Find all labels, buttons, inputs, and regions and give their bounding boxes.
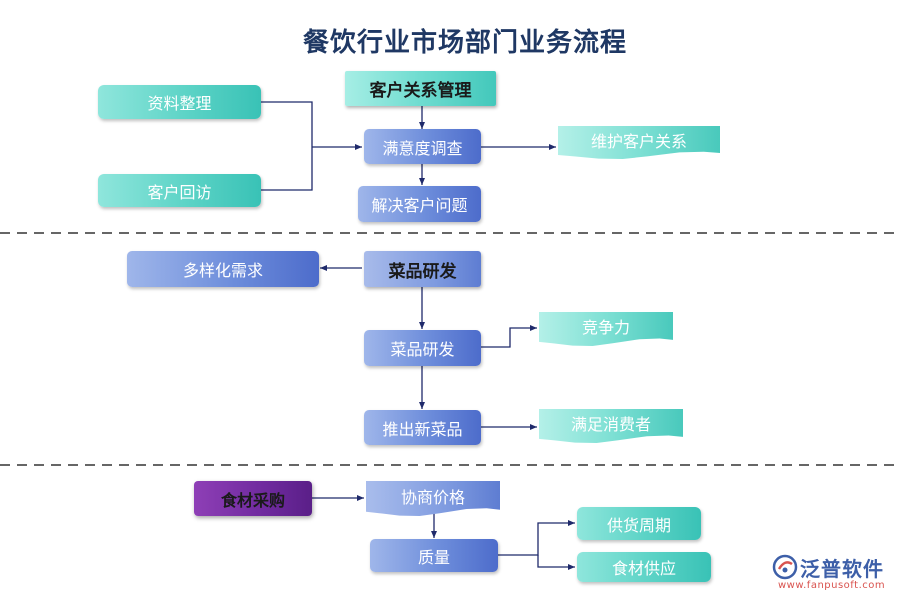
- diversity-demand-box: 多样化需求: [127, 251, 319, 287]
- maintain-relationship-box: 维护客户关系: [558, 126, 720, 159]
- fanpu-logo-icon: [772, 554, 798, 580]
- negotiate-price-box: 协商价格: [366, 481, 500, 516]
- brand-name: 泛普软件: [800, 557, 884, 581]
- food-purchase-head: 食材采购: [194, 481, 312, 516]
- arrow-quality-to-supply: [537, 555, 575, 570]
- satisfy-consumer-label: 满足消费者: [570, 415, 651, 434]
- quality-box: 质量: [370, 539, 498, 572]
- maintain-relationship-label: 维护客户关系: [590, 131, 687, 151]
- connector-revisit: [261, 147, 313, 191]
- organize-data-box: 资料整理: [98, 85, 261, 119]
- competitiveness-label: 竞争力: [581, 318, 630, 337]
- customer-relationship-head: 客户关系管理: [345, 71, 496, 106]
- negotiate-price-label: 协商价格: [400, 487, 465, 507]
- dish-rnd-box: 菜品研发: [364, 330, 481, 366]
- page-title: 餐饮行业市场部门业务流程: [302, 28, 627, 58]
- supply-cycle-box: 供货周期: [577, 507, 701, 540]
- food-supply-box: 食材供应: [577, 552, 711, 582]
- customer-revisit-box: 客户回访: [98, 174, 261, 207]
- launch-new-dish-box: 推出新菜品: [364, 410, 481, 445]
- dish-rnd-head: 菜品研发: [364, 251, 481, 287]
- connector-organize: [261, 101, 313, 147]
- satisfaction-survey-box: 满意度调查: [364, 129, 481, 164]
- arrow-quality-to-cycle: [498, 520, 575, 556]
- solve-problem-box: 解决客户问题: [358, 186, 481, 222]
- brand-url: www.fanpusoft.com: [778, 580, 886, 591]
- brand-logo: 泛普软件 www.fanpusoft.com: [772, 552, 894, 594]
- arrow-rnd-to-compete: [481, 325, 537, 348]
